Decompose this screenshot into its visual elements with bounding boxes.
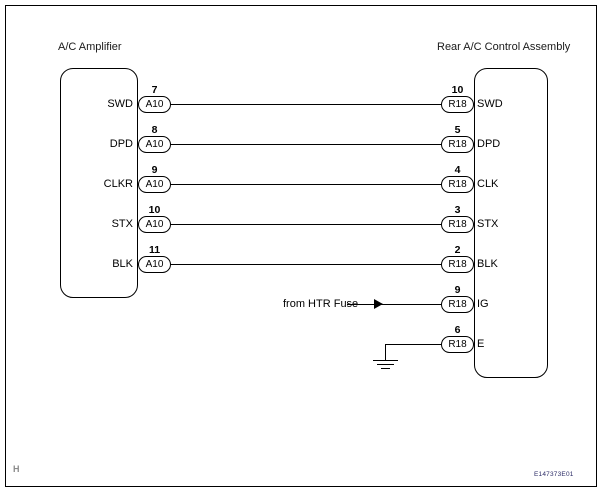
left-connector-title: A/C Amplifier — [58, 41, 122, 53]
right-pin-label-blk: BLK — [477, 258, 498, 270]
right-terminal-r18-10[interactable]: R18 — [441, 96, 474, 113]
left-connector-body — [60, 68, 138, 298]
left-pin-number-8: 8 — [151, 124, 158, 136]
wire-ig-feed — [347, 304, 442, 305]
left-terminal-a10-10[interactable]: A10 — [138, 216, 171, 233]
left-terminal-a10-7[interactable]: A10 — [138, 96, 171, 113]
right-pin-label-dpd: DPD — [477, 138, 501, 150]
figure-id-label: E147373E01 — [534, 471, 574, 478]
right-terminal-r18-6[interactable]: R18 — [441, 336, 474, 353]
right-connector-title: Rear A/C Control Assembly — [437, 41, 571, 53]
left-pin-number-11: 11 — [148, 244, 161, 256]
right-pin-number-5: 5 — [454, 124, 461, 136]
right-pin-number-3: 3 — [454, 204, 461, 216]
left-pin-number-10: 10 — [148, 204, 161, 216]
ground-icon-bar-2 — [377, 364, 394, 365]
left-pin-label-blk: BLK — [112, 258, 133, 270]
right-terminal-r18-4[interactable]: R18 — [441, 176, 474, 193]
right-connector-body — [474, 68, 548, 378]
diagram-frame — [5, 5, 597, 487]
right-pin-label-ig: IG — [477, 298, 489, 310]
right-pin-number-9: 9 — [454, 284, 461, 296]
ground-icon-bar-3 — [381, 368, 390, 369]
page-corner-letter: H — [13, 464, 20, 474]
right-terminal-r18-9[interactable]: R18 — [441, 296, 474, 313]
left-pin-label-swd: SWD — [107, 98, 133, 110]
left-terminal-a10-9[interactable]: A10 — [138, 176, 171, 193]
left-pin-label-clkr: CLKR — [103, 178, 133, 190]
left-pin-label-dpd: DPD — [109, 138, 133, 150]
right-terminal-r18-5[interactable]: R18 — [441, 136, 474, 153]
wire-swd — [170, 104, 442, 105]
left-pin-number-9: 9 — [151, 164, 158, 176]
right-pin-label-e: E — [477, 338, 485, 350]
right-terminal-r18-3[interactable]: R18 — [441, 216, 474, 233]
wire-ground — [385, 344, 442, 345]
right-pin-number-10: 10 — [451, 84, 464, 96]
right-pin-label-stx: STX — [477, 218, 499, 230]
right-pin-number-4: 4 — [454, 164, 461, 176]
left-pin-number-7: 7 — [151, 84, 158, 96]
right-pin-number-6: 6 — [454, 324, 461, 336]
left-terminal-a10-11[interactable]: A10 — [138, 256, 171, 273]
wire-stx — [170, 224, 442, 225]
right-pin-label-swd: SWD — [477, 98, 503, 110]
wire-dpd — [170, 144, 442, 145]
ground-icon-bar-1 — [373, 360, 398, 361]
left-pin-label-stx: STX — [111, 218, 133, 230]
right-pin-label-clk: CLK — [477, 178, 499, 190]
right-pin-number-2: 2 — [454, 244, 461, 256]
wire-clk — [170, 184, 442, 185]
right-terminal-r18-2[interactable]: R18 — [441, 256, 474, 273]
arrow-right-icon — [374, 299, 383, 309]
wire-ground-drop — [385, 344, 386, 360]
htr-fuse-source-label: from HTR Fuse — [283, 298, 359, 310]
wire-blk — [170, 264, 442, 265]
left-terminal-a10-8[interactable]: A10 — [138, 136, 171, 153]
